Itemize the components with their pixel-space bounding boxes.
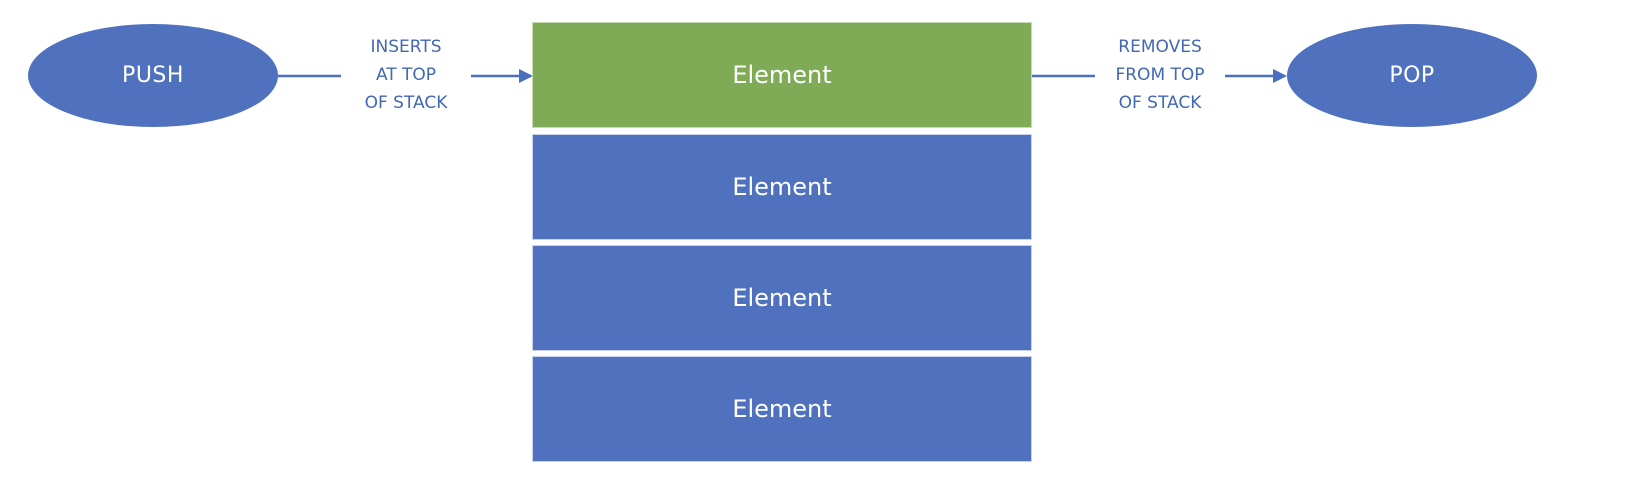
stack-element-bottom: Element	[532, 356, 1032, 462]
pop-node-label: POP	[1389, 63, 1435, 88]
stack-element-label: Element	[732, 395, 832, 423]
push-edge-label: INSERTS AT TOP OF STACK	[341, 33, 471, 117]
push-node: PUSH	[28, 24, 278, 127]
stack-element-label: Element	[732, 284, 832, 312]
pop-node: POP	[1287, 24, 1537, 127]
pop-edge-label-line: OF STACK	[1118, 93, 1202, 113]
stack-element: Element	[532, 134, 1032, 240]
stack-element-label: Element	[732, 173, 832, 201]
pop-edge-label-line: REMOVES	[1118, 37, 1202, 57]
push-edge-label-line: INSERTS	[370, 37, 442, 57]
push-node-label: PUSH	[122, 63, 184, 88]
stack-element-top: Element	[532, 22, 1032, 128]
push-edge-label-line: AT TOP	[375, 65, 437, 85]
push-edge-label-line: OF STACK	[364, 93, 448, 113]
pop-edge-label-line: FROM TOP	[1115, 65, 1205, 85]
stack-element-label: Element	[732, 61, 832, 89]
stack-element: Element	[532, 245, 1032, 351]
pop-edge-label: REMOVES FROM TOP OF STACK	[1095, 33, 1225, 117]
